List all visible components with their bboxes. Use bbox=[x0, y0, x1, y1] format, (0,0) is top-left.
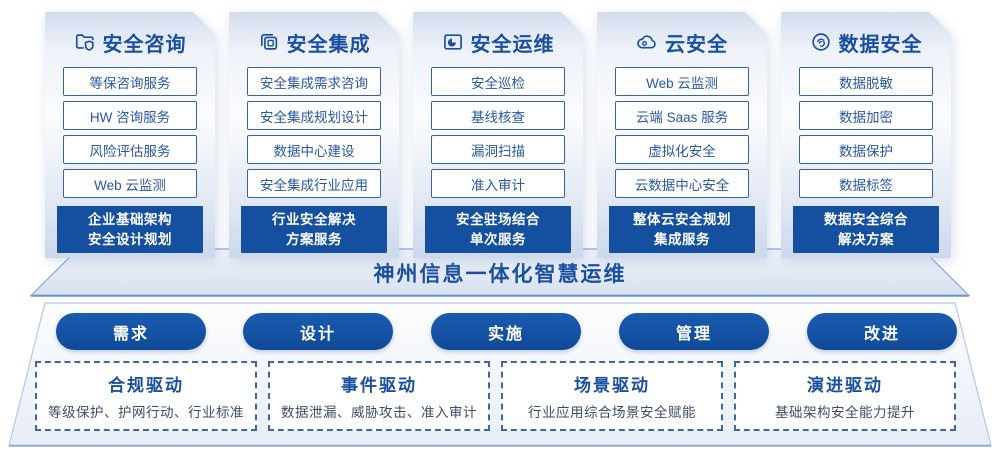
column-title: 安全集成 bbox=[286, 33, 371, 56]
highlight-service: 数据安全综合 解决方案 bbox=[793, 206, 939, 253]
service-item: Web 云监测 bbox=[63, 169, 197, 198]
service-item: HW 咨询服务 bbox=[63, 101, 197, 130]
process-step-management: 管理 bbox=[619, 313, 769, 350]
column-security-consulting: 安全咨询 等保咨询服务 HW 咨询服务 风险评估服务 Web 云监测 企业基础架… bbox=[45, 12, 215, 258]
service-item: 云端 Saas 服务 bbox=[615, 101, 749, 130]
highlight-service: 整体云安全规划 集成服务 bbox=[609, 206, 755, 253]
driver-title: 合规驱动 bbox=[108, 376, 184, 395]
service-item: 基线核查 bbox=[431, 101, 565, 130]
driver-desc: 行业应用综合场景安全赋能 bbox=[528, 405, 696, 420]
process-step-improvement: 改进 bbox=[807, 313, 957, 350]
service-item: 安全集成需求咨询 bbox=[247, 67, 381, 96]
column-security-operations: 安全运维 安全巡检 基线核查 漏洞扫描 准入审计 安全驻场结合 单次服务 bbox=[413, 12, 583, 258]
service-item: 安全集成行业应用 bbox=[247, 169, 381, 198]
driver-title: 事件驱动 bbox=[341, 376, 417, 395]
column-title: 安全运维 bbox=[470, 33, 555, 56]
process-step-requirements: 需求 bbox=[56, 313, 206, 350]
driver-desc: 数据泄漏、威胁攻击、准入审计 bbox=[281, 405, 477, 420]
driver-desc: 基础架构安全能力提升 bbox=[775, 405, 915, 420]
process-step-design: 设计 bbox=[243, 313, 393, 350]
service-item: 数据中心建设 bbox=[247, 135, 381, 164]
fingerprint-icon bbox=[810, 31, 832, 53]
column-title: 安全咨询 bbox=[102, 33, 187, 56]
copy-icon bbox=[258, 31, 280, 53]
highlight-service: 企业基础架构 安全设计规划 bbox=[57, 206, 203, 253]
folder-shield-icon bbox=[74, 31, 96, 53]
column-data-security: 数据安全 数据脱敏 数据加密 数据保护 数据标签 数据安全综合 解决方案 bbox=[781, 12, 951, 258]
driver-title: 场景驱动 bbox=[574, 376, 650, 395]
driver-title: 演进驱动 bbox=[807, 376, 883, 395]
driver-desc: 等级保护、护网行动、行业标准 bbox=[48, 405, 244, 420]
highlight-service: 安全驻场结合 单次服务 bbox=[425, 206, 571, 253]
cloud-icon bbox=[636, 31, 658, 53]
column-title: 云安全 bbox=[665, 33, 728, 56]
service-item: Web 云监测 bbox=[615, 67, 749, 96]
banner-title: 神州信息一体化智慧运维 bbox=[373, 263, 627, 286]
driver-incident: 事件驱动 数据泄漏、威胁攻击、准入审计 bbox=[268, 361, 490, 431]
service-item: 安全集成规划设计 bbox=[247, 101, 381, 130]
column-cloud-security: 云安全 Web 云监测 云端 Saas 服务 虚拟化安全 云数据中心安全 整体云… bbox=[597, 12, 767, 258]
banner-trapezoid bbox=[29, 248, 971, 297]
process-step-implementation: 实施 bbox=[431, 313, 581, 350]
service-item: 虚拟化安全 bbox=[615, 135, 749, 164]
service-item: 准入审计 bbox=[431, 169, 565, 198]
service-item: 云数据中心安全 bbox=[615, 169, 749, 198]
highlight-service: 行业安全解决 方案服务 bbox=[241, 206, 387, 253]
pie-folder-icon bbox=[442, 31, 464, 53]
driver-evolution: 演进驱动 基础架构安全能力提升 bbox=[734, 361, 956, 431]
service-item: 等保咨询服务 bbox=[63, 67, 197, 96]
service-item: 安全巡检 bbox=[431, 67, 565, 96]
service-item: 数据脱敏 bbox=[799, 67, 933, 96]
service-item: 数据加密 bbox=[799, 101, 933, 130]
column-title: 数据安全 bbox=[838, 33, 923, 56]
service-item: 数据保护 bbox=[799, 135, 933, 164]
service-item: 风险评估服务 bbox=[63, 135, 197, 164]
service-item: 漏洞扫描 bbox=[431, 135, 565, 164]
driver-compliance: 合规驱动 等级保护、护网行动、行业标准 bbox=[35, 361, 257, 431]
column-security-integration: 安全集成 安全集成需求咨询 安全集成规划设计 数据中心建设 安全集成行业应用 行… bbox=[229, 12, 399, 258]
service-item: 数据标签 bbox=[799, 169, 933, 198]
driver-scenario: 场景驱动 行业应用综合场景安全赋能 bbox=[501, 361, 723, 431]
